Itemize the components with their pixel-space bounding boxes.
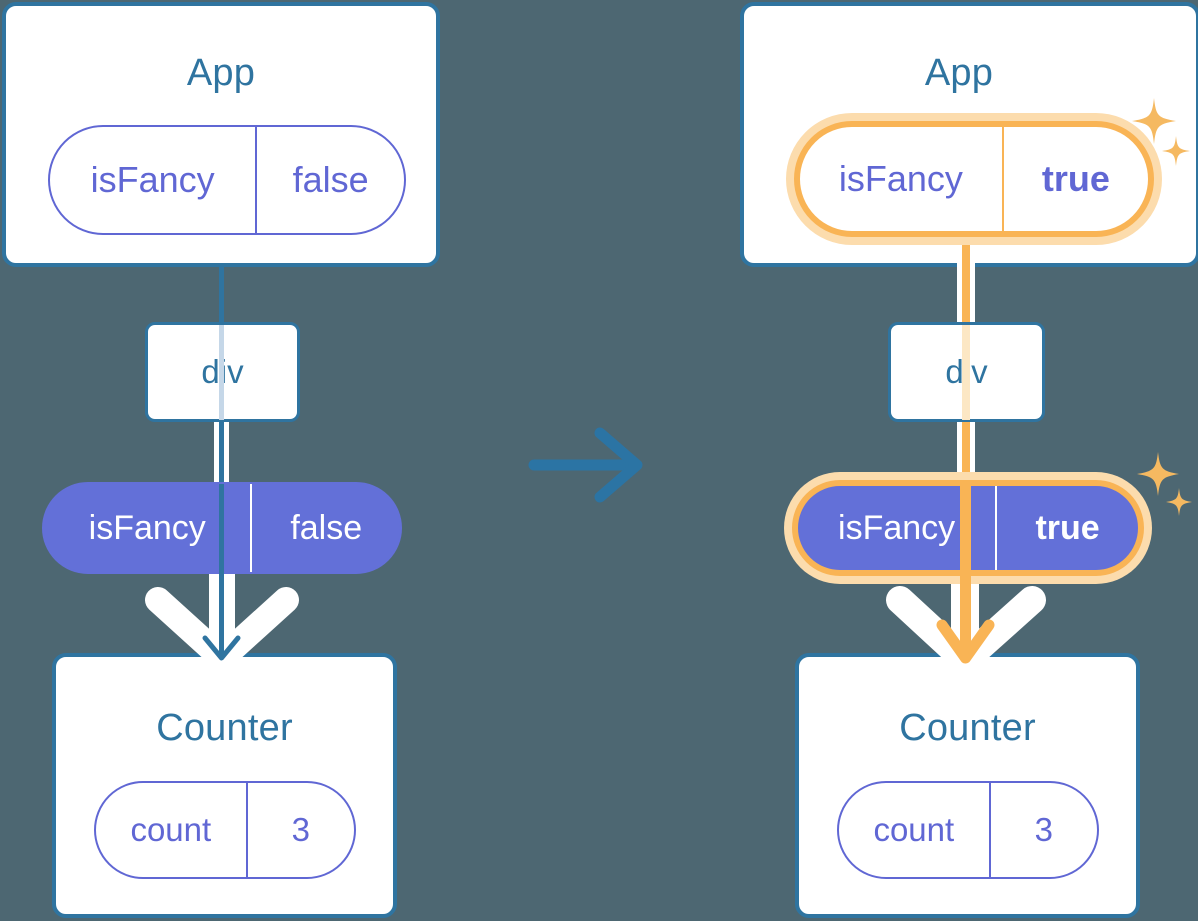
- app-panel-before: App isFancy false: [2, 2, 440, 267]
- app-state-key-after: isFancy: [838, 158, 963, 199]
- counter-state-key-after: count: [873, 811, 955, 848]
- counter-state-pill-after[interactable]: count 3: [837, 781, 1099, 879]
- app-state-value-before: false: [255, 127, 404, 233]
- app-state-value-after: true: [1001, 127, 1148, 231]
- app-panel-after: App isFancy true: [740, 2, 1198, 267]
- prop-value-before: false: [250, 484, 400, 572]
- sparkle-group-app-after: [1132, 98, 1190, 166]
- transition-arrow: [528, 427, 643, 503]
- counter-title-before: Counter: [156, 707, 293, 749]
- connector-div-to-prop-after: [957, 418, 975, 488]
- prop-key-after: isFancy: [838, 508, 956, 547]
- counter-state-value-after: 3: [988, 783, 1097, 877]
- connector-inside-div-after: [962, 325, 970, 420]
- connector-app-to-div-before: [219, 267, 224, 325]
- sparkle-group-prop-after: [1137, 452, 1192, 516]
- prop-key-before: isFancy: [88, 508, 206, 547]
- counter-state-key-before: count: [130, 811, 212, 848]
- app-title-before: App: [186, 52, 256, 94]
- app-title-after: App: [924, 52, 994, 94]
- counter-state-value-before: 3: [245, 783, 354, 877]
- counter-state-pill-before[interactable]: count 3: [94, 781, 356, 879]
- app-state-key-before: isFancy: [90, 159, 215, 200]
- connector-inside-div-before: [219, 325, 224, 420]
- prop-pill-before[interactable]: isFancy false: [42, 482, 402, 574]
- app-state-pill-after[interactable]: isFancy true: [794, 121, 1154, 237]
- prop-pill-after[interactable]: isFancy true: [792, 480, 1144, 576]
- counter-panel-before: Counter count 3: [52, 653, 397, 918]
- connector-div-to-prop-before: [214, 418, 229, 488]
- connector-app-to-div-after: [957, 214, 975, 329]
- counter-panel-after: Counter count 3: [795, 653, 1140, 918]
- prop-value-after: true: [995, 486, 1138, 570]
- app-state-pill-before[interactable]: isFancy false: [48, 125, 406, 235]
- counter-title-after: Counter: [899, 707, 1036, 749]
